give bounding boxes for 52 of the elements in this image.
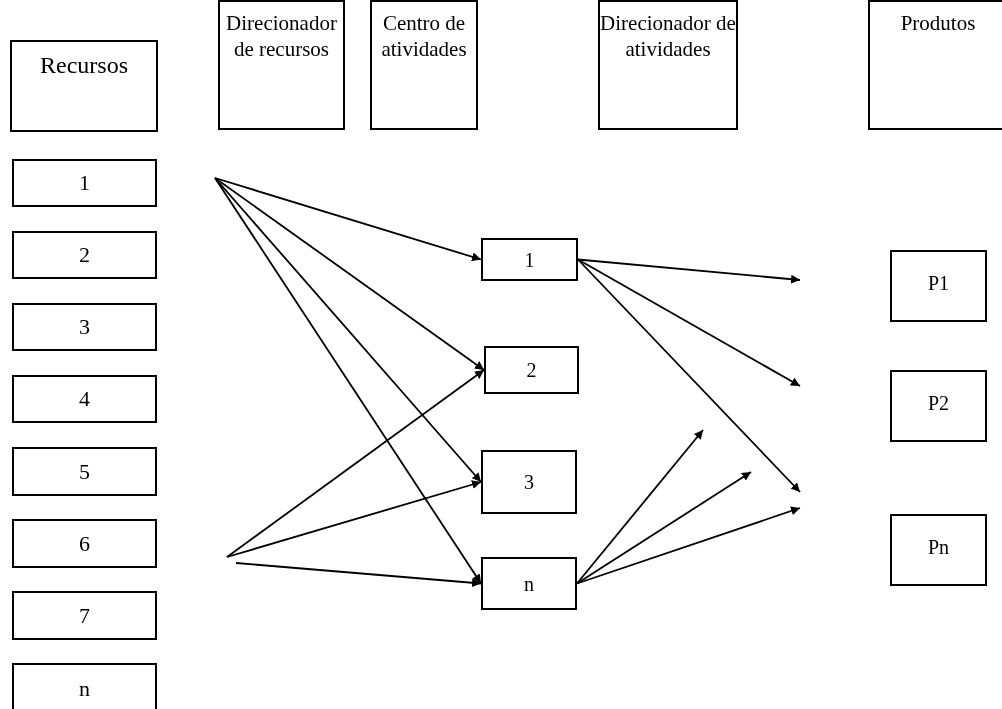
- box-label: 7: [79, 602, 90, 629]
- box-label: Pn: [927, 535, 950, 560]
- product-box: [890, 514, 987, 586]
- product-box: [890, 250, 987, 322]
- header-box: [10, 40, 158, 132]
- resource-box: [12, 591, 157, 640]
- box-label: 2: [79, 242, 90, 268]
- activity-center-box: [481, 450, 577, 514]
- arrow: [576, 471, 752, 585]
- box-label: P2: [927, 391, 950, 416]
- resource-box: [12, 231, 157, 279]
- box-label: 1: [524, 247, 535, 273]
- arrow: [226, 480, 482, 558]
- resource-box: [12, 447, 157, 496]
- resource-box: [12, 519, 157, 568]
- activity-center-box: [484, 346, 579, 394]
- activity-center-box: [481, 557, 577, 610]
- arrow: [214, 177, 485, 371]
- box-label: Direcionador de recursos: [225, 10, 338, 62]
- box-label: 4: [79, 386, 90, 412]
- box-label: 3: [524, 470, 534, 495]
- arrow: [214, 177, 482, 262]
- resource-box: [12, 375, 157, 423]
- arrow: [235, 562, 482, 588]
- resource-box: [12, 159, 157, 207]
- box-label: Recursos: [40, 52, 128, 78]
- header-box: [598, 0, 738, 130]
- arrow: [577, 258, 801, 284]
- resource-box: [12, 663, 157, 709]
- box-label: 5: [79, 458, 90, 485]
- box-label: 2: [526, 358, 537, 383]
- box-label: 6: [79, 530, 90, 557]
- box-label: P1: [927, 271, 950, 296]
- header-box: [218, 0, 345, 130]
- arrow: [226, 369, 485, 558]
- header-box: [370, 0, 478, 130]
- box-label: 3: [79, 314, 90, 340]
- activity-center-box: [481, 238, 578, 281]
- arrow: [214, 177, 482, 585]
- header-box: [868, 0, 1002, 130]
- box-label: 1: [79, 170, 90, 196]
- product-box: [890, 370, 987, 442]
- arrow: [577, 258, 801, 493]
- arrow: [214, 177, 482, 483]
- box-label: n: [79, 676, 90, 702]
- box-label: n: [524, 571, 534, 597]
- box-label: Direcionador de atividades: [600, 10, 736, 62]
- arrow: [576, 506, 801, 585]
- resource-box: [12, 303, 157, 351]
- arrow: [577, 258, 801, 387]
- box-label: Produtos: [900, 10, 976, 36]
- box-label: Centro de atividades: [380, 10, 468, 62]
